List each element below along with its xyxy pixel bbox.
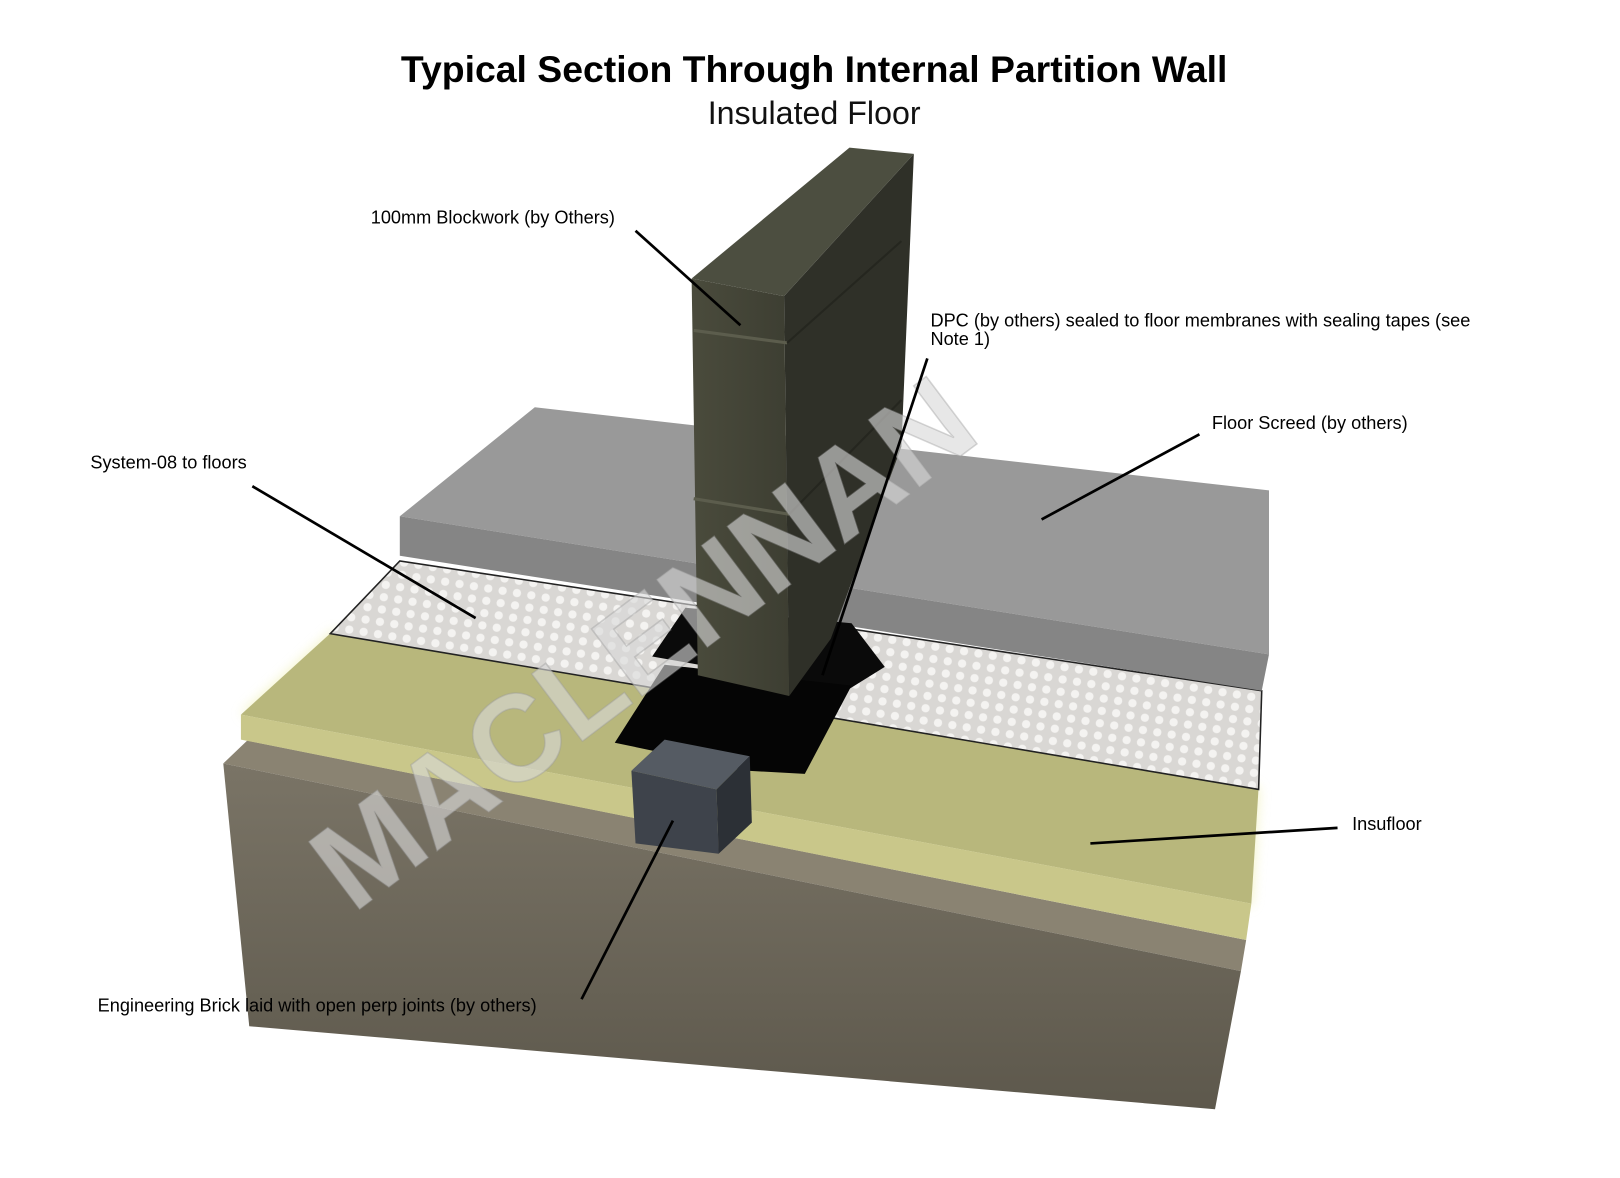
leader-system08 [251,485,477,620]
diagram-subtitle: Insulated Floor [708,95,921,131]
leader-dpc [821,358,929,676]
label-screed: Floor Screed (by others) [1212,413,1408,433]
label-dpc-line1: DPC (by others) sealed to floor membrane… [930,310,1470,330]
leader-insufloor [1090,826,1338,845]
concrete-slab [223,740,1247,1110]
leader-screed [1040,433,1201,521]
label-brick: Engineering Brick laid with open perp jo… [98,996,537,1016]
blockwork-wall [691,147,914,696]
label-dpc-line2: Note 1) [930,329,990,349]
label-system08: System-08 to floors [90,453,246,473]
label-insufloor: Insufloor [1352,814,1422,834]
diagram-title: Typical Section Through Internal Partiti… [401,48,1227,90]
leader-brick [580,819,675,1000]
leader-blockwork [634,229,742,327]
engineering-brick [631,739,752,854]
label-blockwork: 100mm Blockwork (by Others) [371,207,615,227]
